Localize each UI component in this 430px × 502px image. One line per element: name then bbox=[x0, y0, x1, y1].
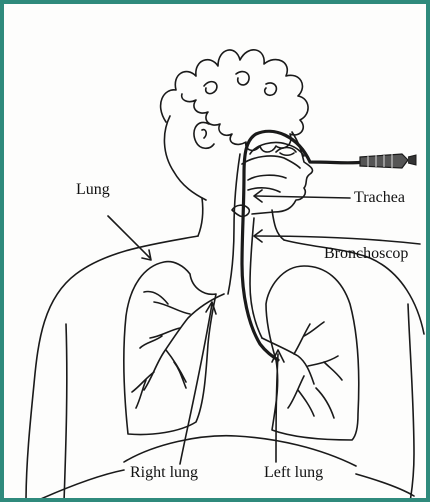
left-bronchus bbox=[262, 338, 314, 384]
label-lung: Lung bbox=[76, 182, 110, 198]
trachea-left-wall bbox=[228, 154, 240, 294]
trachea-leader bbox=[256, 196, 350, 198]
label-right-lung: Right lung bbox=[130, 465, 198, 481]
lung-leader bbox=[108, 216, 150, 258]
left-shoulder-arm bbox=[26, 236, 198, 502]
head-outline bbox=[164, 116, 206, 200]
label-trachea: Trachea bbox=[354, 190, 405, 206]
left-arm-inner bbox=[64, 324, 67, 502]
hair-curl-b bbox=[236, 72, 249, 85]
left-branch-c bbox=[288, 376, 314, 416]
right-lung-outline bbox=[124, 262, 216, 435]
right-arm-lower bbox=[408, 304, 414, 502]
bronchoscope-tip bbox=[408, 155, 416, 165]
diaphragm bbox=[124, 436, 356, 466]
left-branch-b bbox=[308, 356, 342, 380]
abdomen-line bbox=[34, 470, 414, 502]
label-left-lung: Left lung bbox=[264, 465, 323, 481]
left-lung-leader bbox=[276, 354, 278, 462]
nasal-cavity bbox=[242, 142, 304, 168]
ear bbox=[194, 122, 214, 148]
left-branch-a bbox=[294, 322, 324, 354]
eye bbox=[276, 148, 296, 156]
right-branch-a bbox=[144, 292, 190, 315]
left-branch-d bbox=[316, 388, 334, 418]
hair-curl-a bbox=[204, 82, 217, 94]
hair-curl-c bbox=[265, 83, 277, 95]
label-bronchoscope: Bronchoscop bbox=[324, 246, 408, 262]
neck-left bbox=[198, 198, 203, 236]
pharynx bbox=[248, 175, 286, 192]
right-branch-c bbox=[166, 350, 186, 388]
